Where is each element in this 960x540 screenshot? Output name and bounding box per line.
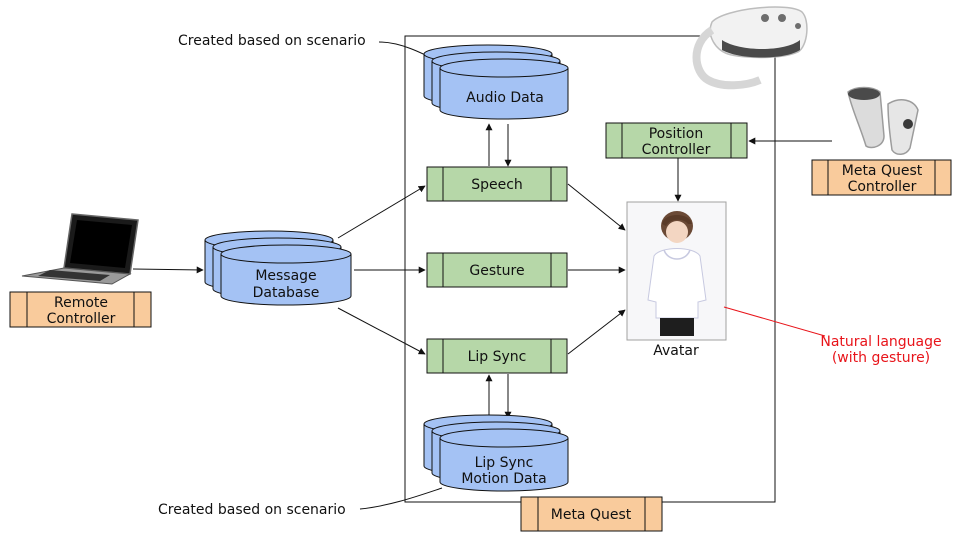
lipsync-to-avatar-arrow: [567, 309, 626, 355]
remote-controller-label-line1: Remote: [54, 295, 108, 311]
output-leader: [723, 306, 826, 337]
lipsync-motion-label-line2: Motion Data: [461, 471, 546, 487]
remote-controller-label-line2: Controller: [47, 311, 116, 327]
quest-controller-label-line1: Meta Quest: [842, 163, 923, 179]
vr-headset-icon: [692, 6, 808, 90]
remote-controller-box: Remote Controller: [9, 291, 152, 328]
laptop-icon: [21, 213, 139, 285]
lipsync-module: Lip Sync: [426, 338, 568, 374]
quest-controllers-icon: [847, 86, 919, 155]
quest-controller-box: Meta Quest Controller: [811, 159, 952, 196]
position-controller-label-line1: Position: [649, 126, 704, 142]
message-database-label-line2: Database: [253, 285, 320, 301]
audio-database: Audio Data: [423, 44, 569, 120]
output-note-line1: Natural language: [820, 334, 941, 350]
speech-label: Speech: [471, 177, 523, 193]
position-controller-module: Position Controller: [605, 122, 748, 159]
gesture-module: Gesture: [426, 252, 568, 288]
meta-quest-box: Meta Quest: [520, 496, 663, 532]
top-scenario-note: Created based on scenario: [178, 33, 366, 49]
bottom-scenario-note: Created based on scenario: [158, 502, 346, 518]
message-to-lipsync-arrow: [337, 307, 426, 355]
lipsync-motion-database: Lip Sync Motion Data: [423, 414, 569, 492]
message-database-label-line1: Message: [255, 268, 316, 284]
speech-to-avatar-arrow: [567, 183, 626, 231]
message-database: Message Database: [204, 230, 352, 306]
output-note-line2: (with gesture): [832, 350, 930, 366]
lipsync-motion-label-line1: Lip Sync: [475, 455, 534, 471]
meta-quest-label: Meta Quest: [551, 507, 632, 523]
gesture-label: Gesture: [469, 263, 524, 279]
remote-to-message-arrow: [132, 266, 204, 274]
bottom-note-leader: [359, 487, 443, 510]
avatar-image: [626, 201, 727, 341]
speech-module: Speech: [426, 166, 568, 202]
audio-database-label: Audio Data: [466, 90, 544, 106]
lipsync-label: Lip Sync: [468, 349, 527, 365]
avatar-label: Avatar: [653, 343, 699, 359]
quest-controller-label-line2: Controller: [848, 179, 917, 195]
connectors: [132, 123, 832, 419]
position-controller-label-line2: Controller: [642, 142, 711, 158]
message-to-speech-arrow: [337, 185, 426, 239]
